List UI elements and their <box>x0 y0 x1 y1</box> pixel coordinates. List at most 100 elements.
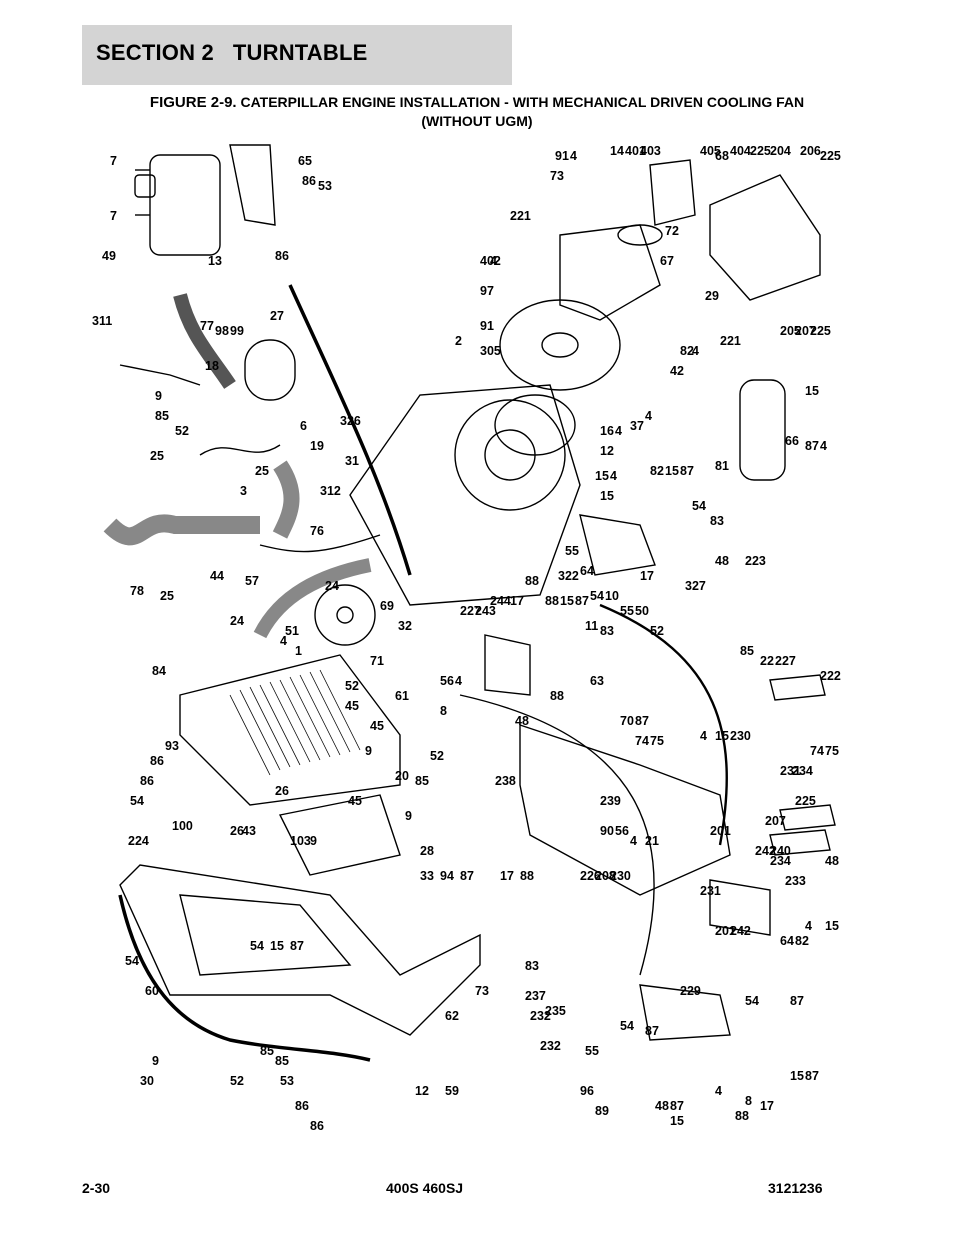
callout-label: 65 <box>298 154 312 168</box>
callout-label: 4 <box>610 469 617 483</box>
callout-label: 8 <box>745 1094 752 1108</box>
callout-label: 52 <box>650 624 664 638</box>
callout-label: 221 <box>720 334 741 348</box>
callout-label: 24 <box>230 614 244 628</box>
callout-label: 4 <box>615 424 622 438</box>
callout-label: 17 <box>640 569 654 583</box>
callout-label: 232 <box>530 1009 551 1023</box>
callout-label: 10 <box>605 589 619 603</box>
callout-label: 83 <box>525 959 539 973</box>
callout-label: 3 <box>240 484 247 498</box>
callout-label: 89 <box>595 1104 609 1118</box>
callout-label: 19 <box>310 439 324 453</box>
callout-label: 225 <box>810 324 831 338</box>
callout-label: 84 <box>152 664 166 678</box>
callout-label: 49 <box>102 249 116 263</box>
callout-label: 54 <box>125 954 139 968</box>
callout-label: 208 <box>595 869 616 883</box>
callout-label: 48 <box>655 1099 669 1113</box>
callout-label: 56 <box>615 824 629 838</box>
callout-label: 98 <box>215 324 229 338</box>
callout-label: 232 <box>540 1039 561 1053</box>
callout-label: 45 <box>370 719 384 733</box>
callout-label: 26 <box>275 784 289 798</box>
callout-label: 55 <box>620 604 634 618</box>
callout-label: 85 <box>275 1054 289 1068</box>
callout-label: 231 <box>700 884 721 898</box>
callout-label: 9 <box>365 744 372 758</box>
callout-label: 88 <box>520 869 534 883</box>
page-number: 2-30 <box>82 1180 111 1196</box>
callout-label: 9 <box>310 834 317 848</box>
callout-label: 81 <box>715 459 729 473</box>
callout-label: 63 <box>590 674 604 688</box>
callout-label: 238 <box>495 774 516 788</box>
callout-label: 227 <box>460 604 481 618</box>
callout-label: 85 <box>740 644 754 658</box>
callout-label: 13 <box>208 254 222 268</box>
callout-label: 15 <box>270 939 284 953</box>
callout-label: 87 <box>645 1024 659 1038</box>
callout-label: 21 <box>645 834 659 848</box>
callout-label: 22 <box>760 654 774 668</box>
callout-label: 12 <box>600 444 614 458</box>
callout-label: 8 <box>440 704 447 718</box>
callout-label: 326 <box>340 414 361 428</box>
callout-label: 52 <box>345 679 359 693</box>
callout-label: 82 <box>650 464 664 478</box>
callout-label: 64 <box>780 934 794 948</box>
callout-label: 234 <box>792 764 813 778</box>
section-title: SECTION 2 TURNTABLE <box>96 40 367 66</box>
callout-label: 233 <box>785 874 806 888</box>
callout-label: 225 <box>795 794 816 808</box>
callout-label: 54 <box>250 939 264 953</box>
callout-label: 83 <box>600 624 614 638</box>
callout-label: 96 <box>580 1084 594 1098</box>
callout-label: 62 <box>445 1009 459 1023</box>
callout-label: 90 <box>600 824 614 838</box>
callout-label: 12 <box>415 1084 429 1098</box>
section-header: SECTION 2 TURNTABLE <box>82 25 512 85</box>
callout-label: 207 <box>795 324 816 338</box>
callout-label: 43 <box>242 824 256 838</box>
callout-label: 15 <box>560 594 574 608</box>
callout-label: 86 <box>150 754 164 768</box>
callout-label: 33 <box>420 869 434 883</box>
callout-label: 235 <box>545 1004 566 1018</box>
callout-label: 87 <box>805 439 819 453</box>
document-number: 3121236 <box>768 1180 823 1196</box>
callout-label: 52 <box>175 424 189 438</box>
callout-label: 45 <box>348 794 362 808</box>
section-name: TURNTABLE <box>232 40 368 65</box>
callout-label: 67 <box>660 254 674 268</box>
callout-label: 17 <box>510 594 524 608</box>
callout-label: 87 <box>290 939 304 953</box>
callout-label: 68 <box>715 149 729 163</box>
callout-label: 403 <box>640 144 661 158</box>
callout-label: 25 <box>255 464 269 478</box>
callout-label: 15 <box>715 729 729 743</box>
callout-label: 29 <box>705 289 719 303</box>
callout-label: 86 <box>140 774 154 788</box>
callout-label: 204 <box>770 144 791 158</box>
callout-label: 239 <box>600 794 621 808</box>
callout-label: 50 <box>635 604 649 618</box>
callout-label: 32 <box>398 619 412 633</box>
callout-label: 87 <box>575 594 589 608</box>
callout-label: 31 <box>345 454 359 468</box>
callout-label: 15 <box>805 384 819 398</box>
callout-label: 48 <box>515 714 529 728</box>
callout-label: 243 <box>475 604 496 618</box>
callout-label: 207 <box>765 814 786 828</box>
callout-label: 54 <box>130 794 144 808</box>
callout-label: 71 <box>370 654 384 668</box>
callout-label: 54 <box>590 589 604 603</box>
callout-label: 99 <box>230 324 244 338</box>
callout-label: 42 <box>670 364 684 378</box>
callout-label: 401 <box>625 144 646 158</box>
callout-label: 87 <box>805 1069 819 1083</box>
callout-label: 57 <box>245 574 259 588</box>
callout-label: 201 <box>710 824 731 838</box>
callout-label: 15 <box>670 1114 684 1128</box>
caption-line-1: FIGURE 2-9. CATERPILLAR ENGINE INSTALLAT… <box>82 93 872 112</box>
